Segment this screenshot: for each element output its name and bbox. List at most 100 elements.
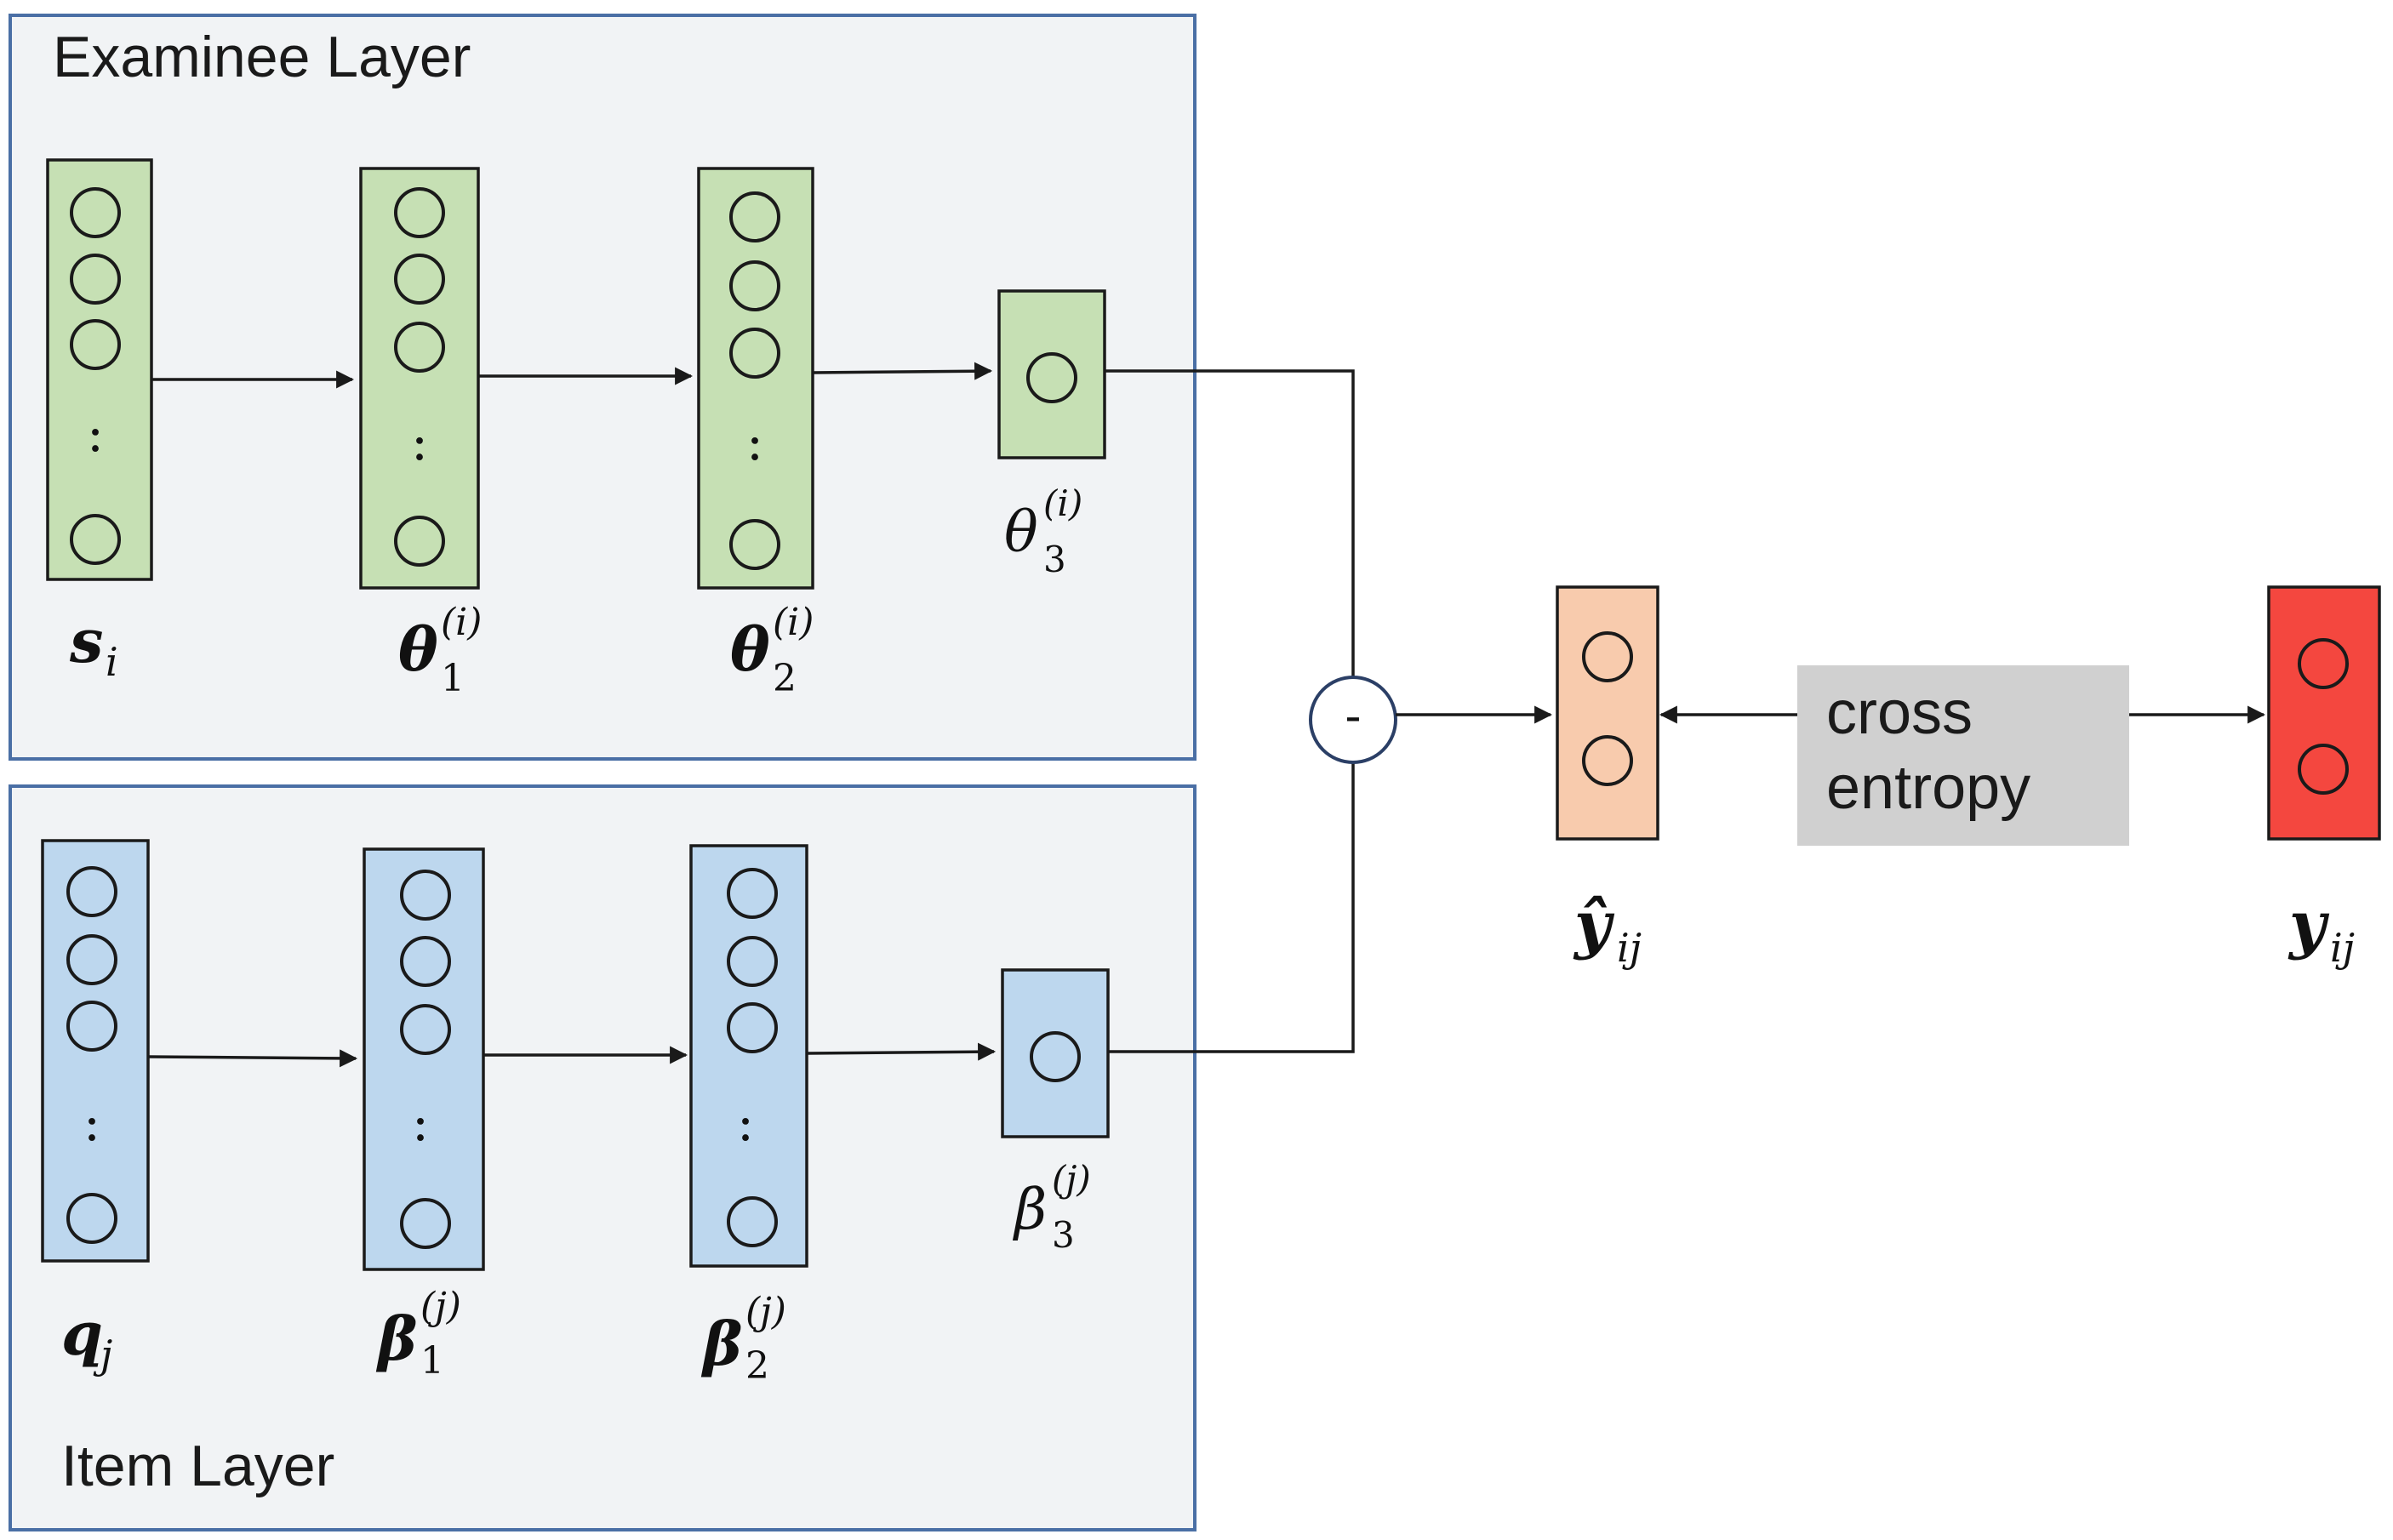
- ellipsis: :: [412, 1093, 429, 1153]
- connector-theta3-to-subtract: [1105, 369, 1355, 679]
- label-sub: ij: [1617, 925, 1642, 971]
- label-yhat-ij: ŷ ij: [1573, 888, 1642, 971]
- beta2-column: [689, 844, 808, 1268]
- label-base: β: [1012, 1177, 1047, 1242]
- node: [394, 254, 445, 305]
- node: [66, 1193, 117, 1244]
- label-y-ij: y ij: [2287, 888, 2355, 971]
- label-base: θ: [1004, 499, 1038, 565]
- item-layer-panel: Item Layer: [9, 784, 1196, 1531]
- prediction-layer: [1556, 585, 1659, 841]
- loss-label-line1: cross: [1826, 679, 1973, 747]
- node: [70, 514, 121, 565]
- examinee-layer-panel: Examinee Layer: [9, 14, 1196, 761]
- arrow-theta2-to-theta3: [812, 362, 993, 380]
- node: [70, 254, 121, 305]
- label-sup: (j): [745, 1290, 786, 1333]
- node: [400, 870, 451, 921]
- label-sup: (i): [773, 601, 814, 644]
- label-base: θ: [398, 614, 438, 685]
- label-sup: (j): [1052, 1158, 1091, 1200]
- label-sup: (i): [441, 601, 482, 644]
- node: [394, 187, 445, 238]
- node: [729, 519, 780, 570]
- loss-box-bg: [1797, 665, 2129, 846]
- label-theta3: θ 3 (i): [1004, 482, 1082, 580]
- node: [1582, 631, 1633, 682]
- node: [400, 936, 451, 987]
- theta3-column: [997, 289, 1106, 459]
- label-sub: 2: [745, 1344, 769, 1388]
- node: [400, 1198, 451, 1249]
- examinee-panel-bg: [9, 14, 1196, 761]
- node: [70, 187, 121, 238]
- node: [70, 319, 121, 370]
- beta3-layer: [1001, 968, 1110, 1138]
- node: [727, 936, 778, 987]
- beta1-layer: :: [363, 847, 485, 1271]
- node: [2298, 744, 2349, 795]
- arrow-q-to-beta1: [147, 1049, 358, 1068]
- item-layer-title: Item Layer: [61, 1434, 334, 1498]
- label-theta1: θ 1 (i): [398, 601, 482, 700]
- label-base: β: [700, 1309, 742, 1379]
- subtract-symbol: -: [1345, 689, 1362, 744]
- label-base: s: [69, 606, 103, 676]
- label-beta1: β 1 (j): [375, 1285, 461, 1383]
- loss-label-line2: entropy: [1826, 754, 2030, 822]
- node: [729, 328, 780, 379]
- label-beta2: β 2 (j): [700, 1290, 786, 1388]
- label-base: y: [2287, 888, 2330, 961]
- item-panel-bg: [9, 784, 1196, 1531]
- subtract-node: [1309, 676, 1397, 764]
- item-input-layer: :: [41, 839, 150, 1263]
- examinee-input-layer: :: [46, 158, 153, 581]
- theta2-layer: :: [697, 167, 814, 590]
- node: [727, 868, 778, 919]
- target-column: [2267, 585, 2381, 841]
- node: [400, 1004, 451, 1055]
- label-base: ŷ: [1573, 888, 1615, 961]
- label-base: θ: [730, 614, 770, 685]
- label-base: β: [375, 1303, 417, 1374]
- label-sup: (i): [1043, 482, 1082, 524]
- theta1-column: [359, 167, 480, 590]
- node: [394, 516, 445, 567]
- label-sub: i: [106, 639, 118, 685]
- node: [394, 322, 445, 373]
- label-sub: 2: [773, 657, 797, 700]
- subtract-operator: -: [1309, 676, 1397, 764]
- label-sub: 3: [1052, 1214, 1075, 1256]
- beta1-column: [363, 847, 485, 1271]
- node: [729, 191, 780, 242]
- label-sub: 3: [1043, 539, 1066, 580]
- node: [1582, 735, 1633, 786]
- beta2-layer: :: [689, 844, 808, 1268]
- ellipsis: :: [411, 413, 428, 472]
- label-beta3: β 3 (j): [1012, 1158, 1091, 1256]
- beta3-column: [1001, 968, 1110, 1138]
- node: [727, 1002, 778, 1053]
- theta3-layer: [997, 289, 1106, 459]
- label-sub: 1: [420, 1339, 444, 1383]
- node: [1030, 1031, 1081, 1082]
- node: [1026, 352, 1077, 403]
- ellipsis: :: [737, 1093, 754, 1153]
- label-base: q: [61, 1298, 103, 1369]
- node: [2298, 638, 2349, 689]
- node: [727, 1196, 778, 1247]
- ellipsis: :: [83, 1093, 100, 1153]
- cross-entropy-box: cross entropy: [1797, 665, 2129, 846]
- label-sub: ij: [2330, 925, 2355, 971]
- node: [66, 934, 117, 985]
- label-sup: (j): [420, 1285, 461, 1328]
- arrow-beta2-to-beta3: [806, 1042, 997, 1061]
- label-s-i: s i: [69, 606, 118, 685]
- ellipsis: :: [746, 413, 763, 472]
- examinee-layer-title: Examinee Layer: [53, 25, 471, 89]
- label-q-j: q j: [61, 1298, 112, 1377]
- connector-beta3-to-subtract: [1108, 761, 1355, 1053]
- label-sub: 1: [441, 657, 465, 700]
- ellipsis: :: [87, 404, 104, 464]
